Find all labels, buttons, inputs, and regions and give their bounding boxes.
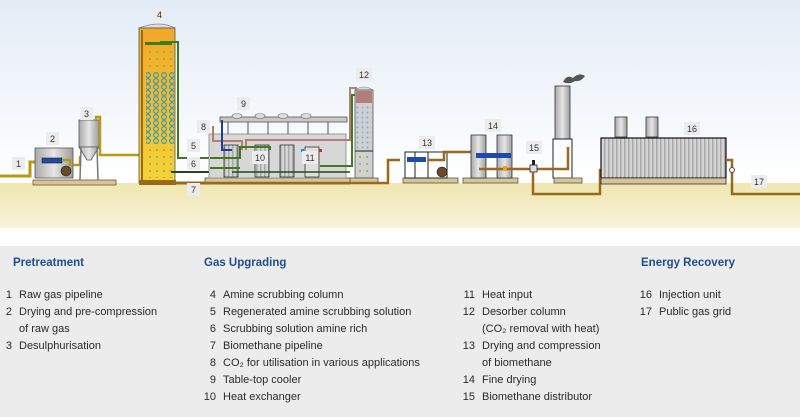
svg-text:6: 6 (191, 159, 196, 169)
amine-regeneration-skid (204, 87, 357, 185)
callout-14: 14 (485, 119, 501, 132)
svg-text:12: 12 (359, 70, 369, 80)
callout-17: 17 (751, 175, 767, 188)
drying-compression-unit (402, 150, 475, 184)
process-diagram: 1 2 3 4 5 6 7 8 9 10 11 12 13 14 15 16 1… (0, 0, 800, 228)
desulphurisation-unit (78, 115, 140, 181)
drying-precompression-unit (32, 147, 117, 186)
callout-12: 12 (356, 68, 372, 81)
svg-text:15: 15 (529, 143, 539, 153)
biomethane-pipeline (176, 158, 400, 185)
callout-3: 3 (80, 107, 93, 120)
svg-text:10: 10 (255, 153, 265, 163)
svg-text:16: 16 (687, 124, 697, 134)
callout-1: 1 (12, 157, 25, 170)
callout-9: 9 (237, 97, 250, 110)
svg-text:11: 11 (305, 153, 314, 163)
callout-2: 2 (46, 132, 59, 145)
callout-15: 15 (526, 141, 542, 154)
svg-text:7: 7 (191, 185, 196, 195)
svg-text:9: 9 (241, 99, 246, 109)
callout-6: 6 (187, 157, 200, 170)
injection-unit (600, 116, 800, 196)
callout-11: 11 (302, 151, 318, 164)
section-title-energy-recovery: Energy Recovery (641, 257, 735, 269)
svg-text:14: 14 (488, 121, 498, 131)
callout-5: 5 (187, 139, 200, 152)
ground-background (0, 183, 800, 228)
svg-text:2: 2 (50, 134, 55, 144)
callout-7: 7 (187, 183, 200, 196)
callout-10: 10 (252, 151, 268, 164)
amine-scrubbing-column (138, 23, 210, 185)
callout-13: 13 (419, 136, 435, 149)
svg-text:17: 17 (754, 177, 764, 187)
callout-4: 4 (153, 8, 166, 21)
callout-8: 8 (197, 120, 210, 133)
svg-text:4: 4 (157, 10, 162, 20)
callout-16: 16 (684, 122, 700, 135)
svg-text:1: 1 (16, 159, 21, 169)
svg-text:3: 3 (84, 109, 89, 119)
svg-text:8: 8 (201, 122, 206, 132)
svg-text:13: 13 (422, 138, 432, 148)
section-title-pretreatment: Pretreatment (13, 257, 84, 269)
section-title-gas-upgrading: Gas Upgrading (204, 257, 287, 269)
svg-text:5: 5 (191, 141, 196, 151)
